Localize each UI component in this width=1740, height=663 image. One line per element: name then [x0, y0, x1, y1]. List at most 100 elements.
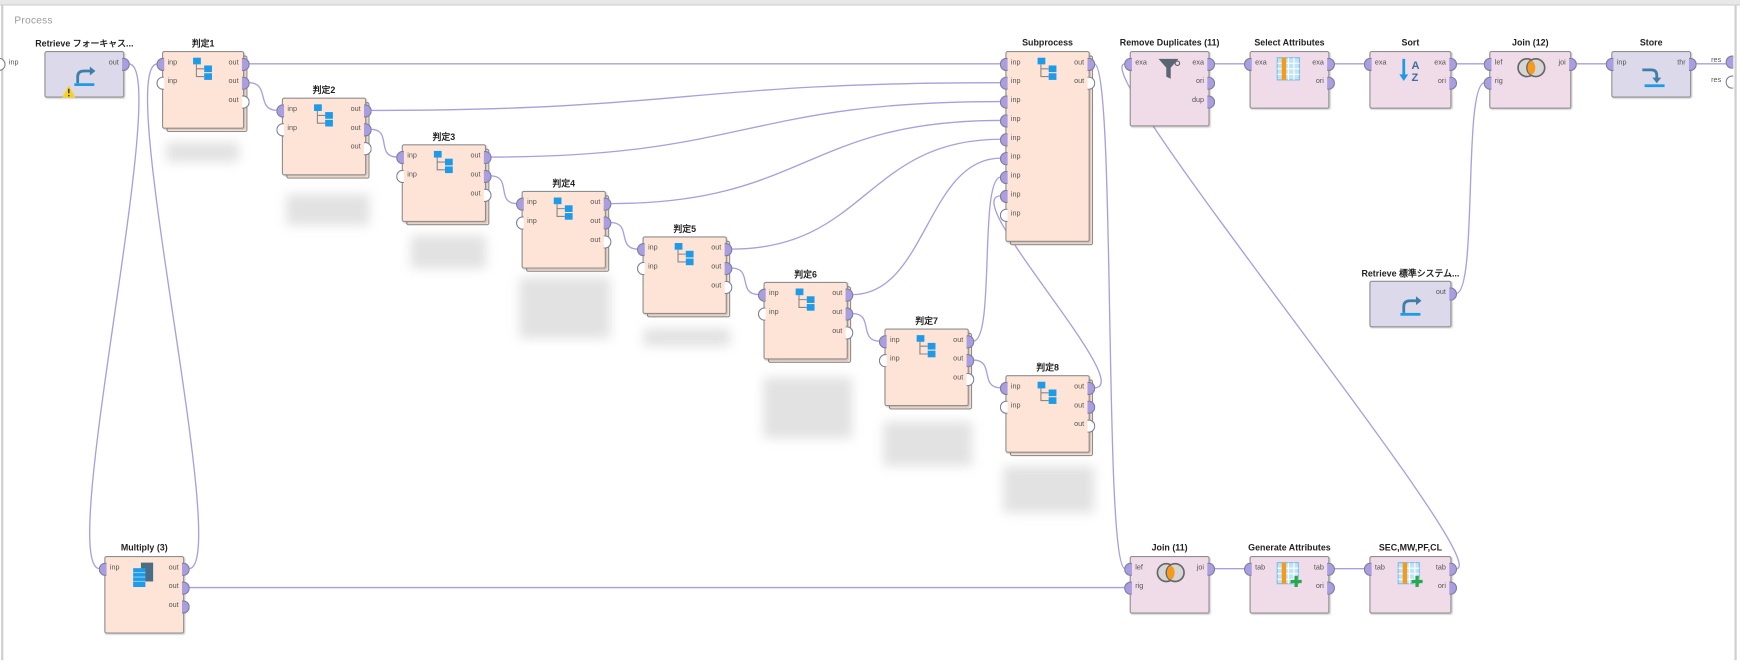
connection-hantei4-to-hantei5[interactable] [610, 221, 639, 250]
operator-retrieve-standard[interactable]: Retrieve 標準システム...out [1361, 269, 1459, 328]
output-port-out[interactable]: out [832, 326, 854, 340]
process-output-port-2[interactable]: res [1711, 75, 1736, 89]
connection-subprocess-to-join11[interactable] [1093, 63, 1126, 570]
input-port-inp[interactable]: inp [98, 562, 120, 576]
output-port-out[interactable]: out [832, 288, 854, 302]
output-port-ori[interactable]: ori [1438, 581, 1458, 595]
input-port-inp[interactable]: inp [999, 57, 1021, 72]
output-port-ori[interactable]: ori [1316, 581, 1335, 595]
output-port-ori[interactable]: ori [1316, 76, 1335, 90]
output-port-out[interactable]: out [590, 197, 612, 211]
output-port-thr[interactable]: thr [1677, 57, 1697, 72]
output-port-joi[interactable]: joi [1559, 57, 1577, 72]
connection-hantei4-to-subprocess[interactable] [610, 119, 1001, 205]
input-port-exa[interactable]: exa [1363, 57, 1387, 72]
input-port-inp[interactable]: inp [999, 133, 1021, 147]
output-port-exa[interactable]: exa [1434, 57, 1458, 72]
output-port-tab[interactable]: tab [1436, 562, 1458, 576]
operator-retrieve-forecast[interactable]: Retrieve フォーキャス...out [35, 39, 133, 98]
input-port-inp[interactable]: inp [999, 208, 1021, 222]
output-port-out[interactable]: out [109, 57, 130, 72]
input-port-rig[interactable]: rig [1483, 76, 1503, 90]
input-port-exa[interactable]: exa [1243, 57, 1267, 72]
output-port-out[interactable]: out [953, 335, 975, 349]
connection-hantei7-to-hantei8[interactable] [973, 359, 1001, 389]
connection-hantei6-to-hantei7[interactable] [852, 312, 881, 342]
output-port-out[interactable]: out [1074, 76, 1096, 90]
output-port-out[interactable]: out [169, 600, 190, 614]
connection-hantei5-to-hantei6[interactable] [731, 267, 760, 296]
connection-hantei5-to-subprocess[interactable] [731, 138, 1001, 250]
connection-hantei2-to-subprocess[interactable] [370, 82, 1001, 112]
output-port-out[interactable]: out [351, 142, 372, 156]
output-port-out[interactable]: out [1436, 287, 1458, 301]
input-port-inp[interactable]: inp [516, 197, 537, 211]
input-port-inp[interactable]: inp [156, 76, 177, 90]
connection-multiply-to-hantei1[interactable] [146, 63, 200, 570]
input-port-inp[interactable]: inp [999, 400, 1021, 414]
output-port-out[interactable]: out [229, 57, 250, 72]
output-port-out[interactable]: out [351, 104, 372, 118]
connection-retrieve-standard-to-join12[interactable] [1455, 82, 1486, 295]
input-port-inp[interactable]: inp [999, 152, 1021, 166]
output-port-out[interactable]: out [1074, 57, 1096, 72]
output-port-out[interactable]: out [229, 95, 250, 109]
input-port-inp[interactable]: inp [999, 114, 1021, 128]
output-port-tab[interactable]: tab [1314, 562, 1335, 576]
input-port-inp[interactable]: inp [156, 57, 177, 72]
input-port-inp[interactable]: inp [276, 104, 297, 118]
input-port-lef[interactable]: lef [1483, 57, 1502, 72]
output-port-ori[interactable]: ori [1196, 76, 1216, 90]
connection-hantei3-to-hantei4[interactable] [490, 175, 518, 205]
input-port-inp[interactable]: inp [636, 261, 658, 276]
output-port-out[interactable]: out [470, 150, 492, 165]
connection-hantei3-to-subprocess[interactable] [490, 100, 1001, 158]
input-port-inp[interactable]: inp [999, 170, 1021, 185]
output-port-dup[interactable]: dup [1192, 95, 1216, 109]
connection-hantei6-to-subprocess[interactable] [852, 157, 1001, 296]
process-output-port-1[interactable]: res [1711, 55, 1736, 69]
input-port-inp[interactable]: inp [999, 76, 1021, 90]
input-port-lef[interactable]: lef [1124, 562, 1143, 576]
input-port-inp[interactable]: inp [878, 353, 900, 368]
output-port-ori[interactable]: ori [1438, 76, 1458, 90]
input-port-tab[interactable]: tab [1243, 562, 1265, 576]
connection-hantei7-to-subprocess[interactable] [972, 176, 1002, 342]
input-port-tab[interactable]: tab [1363, 562, 1385, 576]
connection-retrieve-forecast-to-multiply[interactable] [89, 63, 140, 570]
input-port-inp[interactable]: inp [396, 150, 417, 165]
input-port-inp[interactable]: inp [276, 123, 297, 137]
input-port-inp[interactable]: inp [636, 243, 658, 257]
output-port-out[interactable]: out [169, 562, 190, 576]
input-port-inp[interactable]: inp [878, 335, 900, 349]
output-port-out[interactable]: out [1074, 400, 1096, 414]
output-port-out[interactable]: out [1074, 419, 1096, 433]
input-port-exa[interactable]: exa [1124, 57, 1147, 72]
input-port-inp[interactable]: inp [757, 288, 779, 302]
connection-hantei8-to-subprocess[interactable] [993, 195, 1102, 389]
output-port-out[interactable]: out [470, 188, 492, 202]
connection-hantei2-to-hantei3[interactable] [370, 128, 398, 158]
output-port-out[interactable]: out [1074, 381, 1096, 396]
input-port-inp[interactable]: inp [396, 169, 417, 184]
output-port-exa[interactable]: exa [1312, 57, 1335, 72]
input-port-inp[interactable]: inp [757, 307, 779, 321]
output-port-exa[interactable]: exa [1192, 57, 1216, 72]
